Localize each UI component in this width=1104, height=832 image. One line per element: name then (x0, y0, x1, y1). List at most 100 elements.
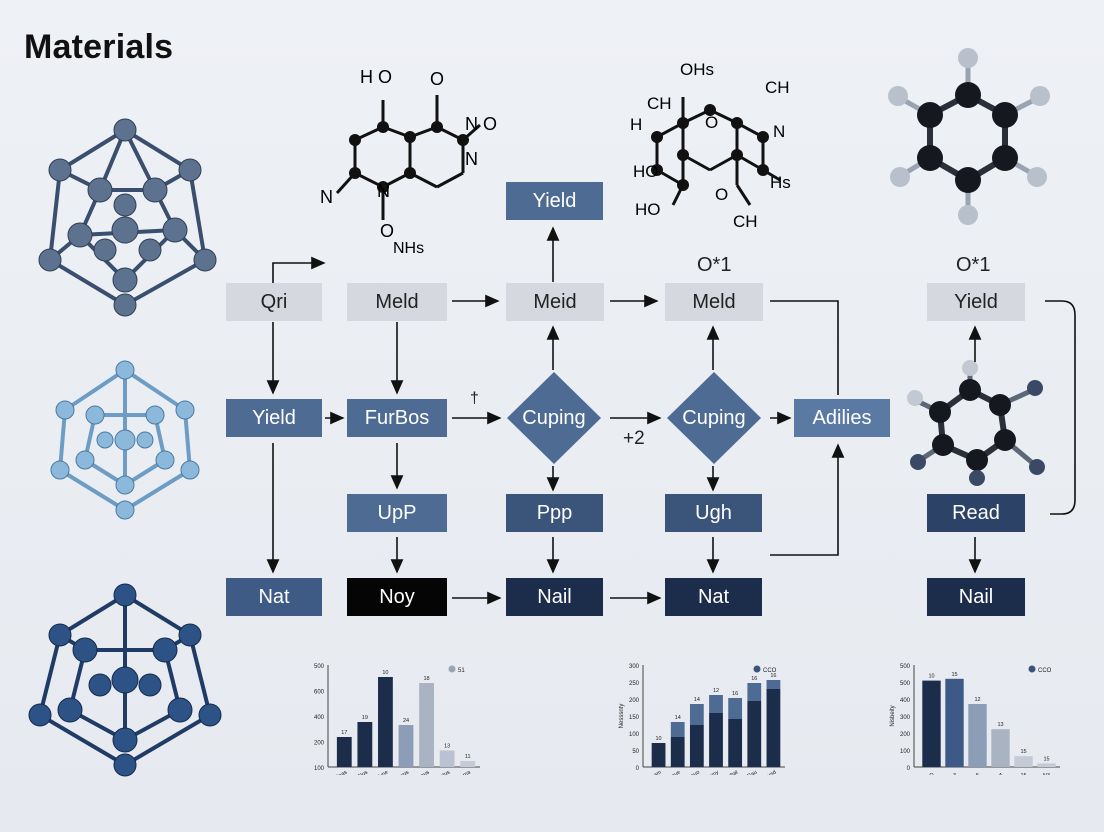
mol1-ho-label: H O (360, 67, 392, 87)
label-dagger: † (470, 390, 479, 407)
chart-x-tick-label: Infrt Spas (325, 769, 349, 775)
mol1-n-ring-label: N (465, 149, 478, 169)
chart-data-label: 12 (713, 688, 719, 694)
chart-data-label: 16 (770, 673, 776, 679)
chart-y-tick-label: 300 (629, 664, 640, 670)
chart-bar (747, 683, 762, 701)
mol2-n-label: N (773, 122, 785, 141)
decision-cuping-2[interactable]: Cuping (667, 372, 761, 464)
page-title: Materials (24, 28, 174, 66)
chart-x-tick-label: Nusouo (681, 770, 700, 775)
box-noy[interactable]: Noy (347, 578, 447, 616)
chart-data-label: 13 (444, 744, 450, 750)
chart-x-tick-label: 5 (976, 773, 979, 775)
label-o1-right: O*1 (956, 254, 991, 276)
chart-bar (766, 680, 781, 689)
box-meld-2[interactable]: Meld (665, 283, 763, 321)
chart-y-axis-label: Nesssnty (619, 704, 625, 729)
box-nat-2[interactable]: Nat (665, 578, 762, 616)
chart-y-tick-label: 500 (900, 681, 911, 687)
decision-cuping-1[interactable]: Cuping (507, 372, 601, 464)
chart-bar (922, 680, 941, 767)
chart-data-label: 15 (1043, 756, 1049, 762)
label-o1-left: O*1 (697, 254, 732, 276)
molecule-structure-1: H O O N O N N N O NHs (320, 67, 497, 255)
chart-legend-label: 51 (458, 668, 465, 674)
chart-data-label: 15 (951, 672, 957, 678)
molecule-structure-2: OHs CH CH H O N HO HO Hs O CH (630, 60, 791, 231)
chart-x-tick-label: O (929, 773, 934, 775)
chart-y-tick-label: 600 (314, 690, 325, 696)
chart-data-label: 13 (997, 722, 1003, 728)
chart-y-tick-label: 400 (900, 698, 911, 704)
chart-x-tick-label: Nusd Ryppotrama (430, 769, 472, 775)
chart-y-tick-label: 500 (900, 664, 911, 670)
box-nail-2[interactable]: Nail (927, 578, 1025, 616)
chart-bar (766, 689, 781, 767)
chart-data-label: 14 (675, 715, 681, 721)
chart-bar (689, 725, 704, 767)
mol1-n-bottom-label: N (377, 181, 390, 201)
chart-bar (336, 737, 352, 767)
box-nat-1[interactable]: Nat (226, 578, 322, 616)
chart-y-axis-label: Nisbeity (890, 705, 896, 726)
chart-bar (398, 725, 414, 767)
chart-x-tick-label: Raaoam (642, 769, 663, 775)
chart-legend-label: CCO (763, 668, 777, 674)
chart-y-tick-label: 300 (900, 715, 911, 721)
chart-y-tick-label: 100 (629, 732, 640, 738)
chart-bar (728, 719, 743, 767)
chart-y-tick-label: 150 (629, 715, 640, 721)
chart-legend-swatch (1028, 665, 1036, 673)
chart-x-tick-label: Nus (357, 769, 369, 775)
decision-cuping-1-label: Cuping (522, 406, 586, 429)
chart-bar (460, 761, 476, 767)
crystal-structure-1 (38, 118, 217, 317)
chart-bar (968, 704, 987, 767)
mol2-ch-left-label: CH (647, 94, 672, 113)
mol2-h-label: H (630, 115, 642, 134)
box-ppp[interactable]: Ppp (506, 494, 603, 532)
chart-legend-swatch (448, 665, 456, 673)
chart-x-tick-label: Clearus (391, 769, 411, 775)
box-furbos[interactable]: FurBos (347, 399, 447, 437)
chart-x-tick-label: N3 (1043, 773, 1050, 775)
box-yield-left[interactable]: Yield (226, 399, 322, 437)
box-upp[interactable]: UpP (347, 494, 447, 532)
chart-bar (1014, 756, 1033, 767)
bar-chart-2: 300250200150100500NesssntyCCO10Raaoam14N… (619, 664, 785, 775)
chart-data-label: 10 (382, 670, 388, 676)
box-read[interactable]: Read (927, 494, 1025, 532)
chart-bar (439, 750, 455, 767)
mol2-ho1-label: HO (633, 162, 659, 181)
chart-x-tick-label: 15 (1020, 773, 1026, 775)
chart-x-tick-label: Beirbusd (756, 770, 778, 775)
mol2-ch-right-label: CH (765, 78, 790, 97)
box-yield-right[interactable]: Yield (927, 283, 1025, 321)
chart-legend-swatch (753, 665, 761, 673)
box-meld-1[interactable]: Meld (347, 283, 447, 321)
benzene-molecule-2 (907, 360, 1045, 486)
mol2-ohs-label: OHs (680, 60, 714, 79)
crystal-structure-2 (50, 360, 200, 520)
box-adilies[interactable]: Adilies (794, 399, 890, 437)
chart-bar (689, 704, 704, 725)
box-ugh[interactable]: Ugh (665, 494, 762, 532)
box-nail-1[interactable]: Nail (506, 578, 603, 616)
chart-y-tick-label: 0 (907, 766, 911, 772)
chart-bar (709, 713, 723, 767)
mol2-hs-label: Hs (770, 173, 791, 192)
chart-data-label: 18 (424, 676, 430, 682)
chart-bar (357, 722, 373, 767)
box-qri[interactable]: Qri (226, 283, 322, 321)
benzene-molecule-1 (888, 48, 1050, 225)
bar-chart-1: 5006004002001005117Infrt Spas19Nus10Mers… (314, 664, 480, 775)
chart-y-tick-label: 250 (629, 681, 640, 687)
chart-y-tick-label: 200 (629, 698, 640, 704)
chart-data-label: 11 (465, 754, 471, 760)
box-yield-top[interactable]: Yield (506, 182, 603, 220)
chart-data-label: 12 (974, 697, 980, 703)
chart-bar (709, 695, 723, 713)
box-meid[interactable]: Meid (506, 283, 604, 321)
mol1-no-label: N O (465, 114, 497, 134)
